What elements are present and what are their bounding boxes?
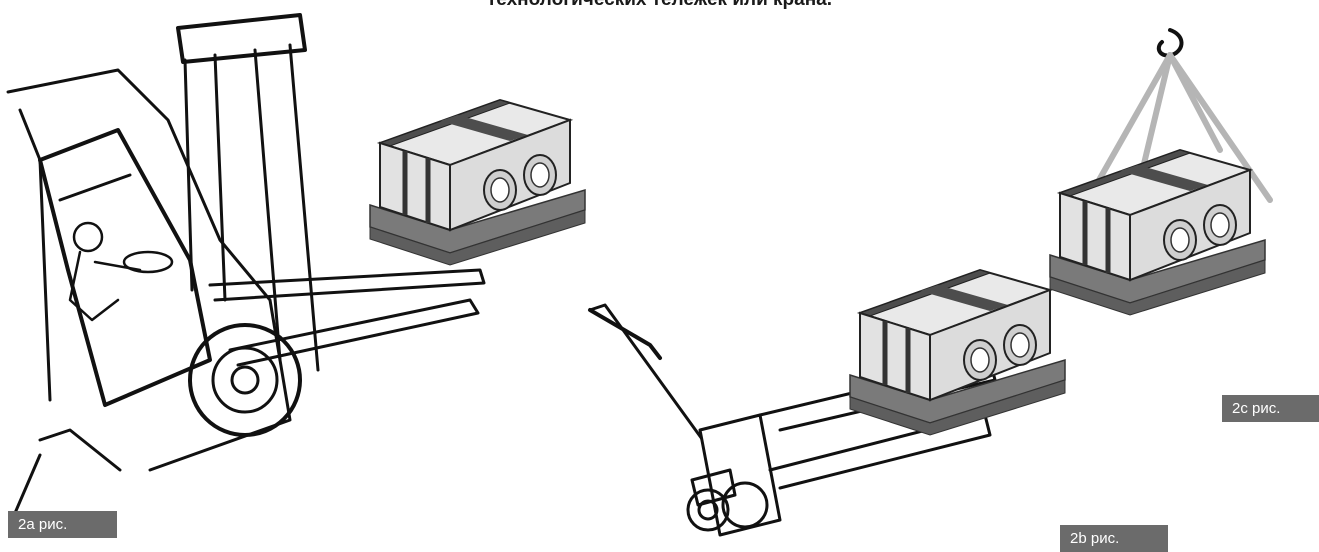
figure-caption-2b: 2b рис. bbox=[1060, 525, 1168, 552]
figure-caption-2a: 2а рис. bbox=[8, 511, 117, 538]
forklift-illustration bbox=[6, 13, 486, 522]
instruction-header: технологических тележек или крана. bbox=[0, 0, 1319, 11]
packaged-unit-on-forks bbox=[370, 100, 585, 265]
figure-caption-2c: 2с рис. bbox=[1222, 395, 1319, 422]
packaged-unit-on-pallet-jack bbox=[850, 270, 1065, 435]
packaged-unit-on-crane bbox=[1050, 150, 1265, 315]
pallet-jack-illustration bbox=[588, 303, 997, 537]
crane-hook-icon bbox=[1156, 28, 1184, 58]
